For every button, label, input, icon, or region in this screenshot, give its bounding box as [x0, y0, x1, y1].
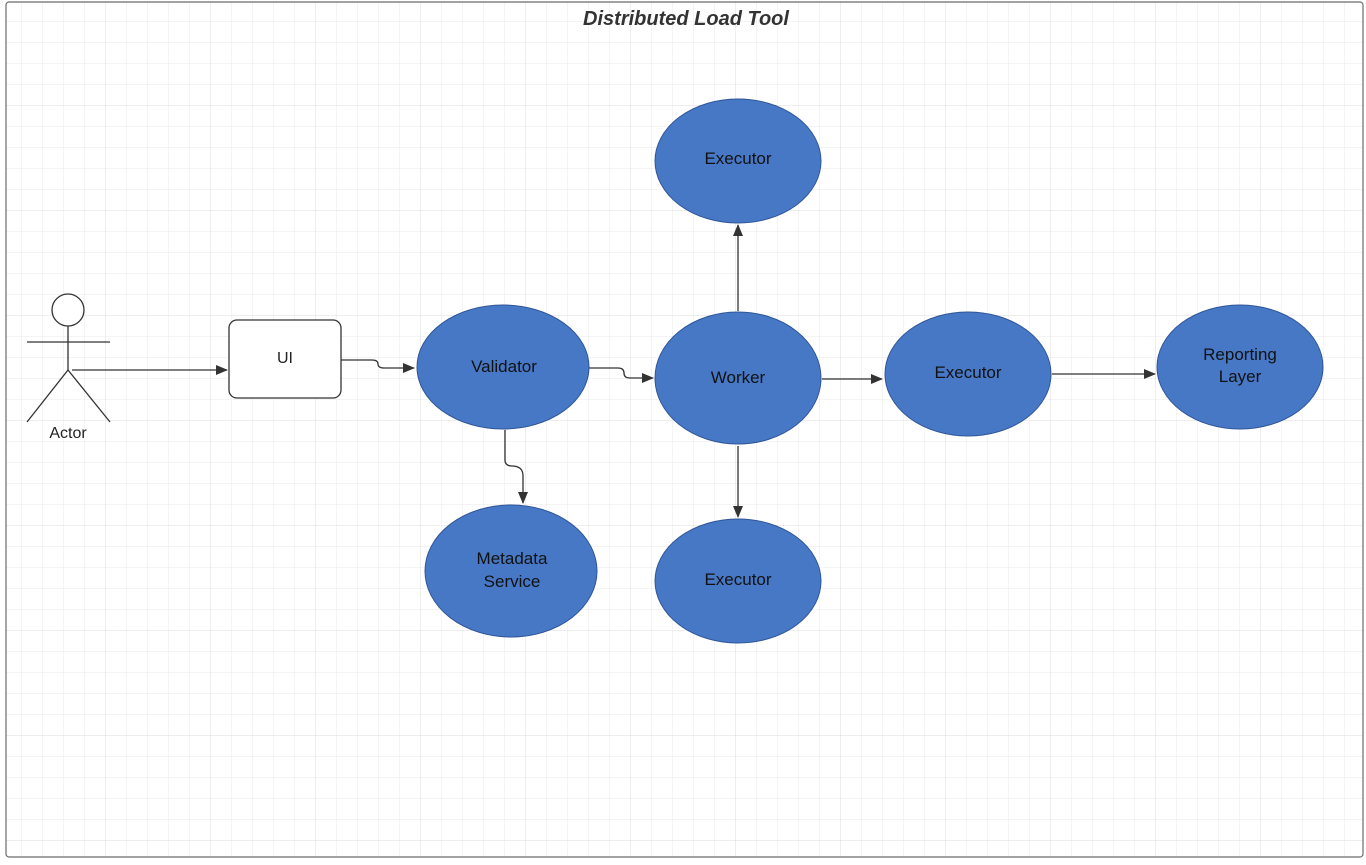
executor-bottom-label: Executor [704, 570, 771, 589]
reporting-layer-node[interactable] [1156, 304, 1324, 430]
worker-node[interactable] [654, 311, 822, 445]
metadata-label-line2: Service [484, 572, 541, 591]
actor-figure[interactable] [26, 293, 111, 423]
executor-bottom-node[interactable] [654, 518, 822, 644]
executor-top-node[interactable] [654, 98, 822, 224]
executor-right-label: Executor [934, 363, 1001, 382]
validator-label: Validator [471, 357, 537, 376]
diagram-title: Distributed Load Tool [583, 8, 789, 30]
actor-label: Actor [49, 425, 87, 442]
reporting-label-line1: Reporting [1203, 345, 1277, 364]
ui-node[interactable] [228, 319, 342, 399]
actor-right-leg [67, 369, 111, 423]
actor-head [51, 293, 85, 327]
frame-border [5, 1, 1364, 858]
actor-left-leg [26, 369, 69, 423]
executor-top-label: Executor [704, 149, 771, 168]
edge-validator-worker [588, 367, 654, 383]
metadata-label-line1: Metadata [477, 549, 548, 568]
edge-validator-metadata [504, 430, 528, 504]
reporting-label-line2: Layer [1219, 367, 1262, 386]
worker-label: Worker [711, 368, 766, 387]
edge-ui-validator [341, 359, 415, 373]
executor-right-node[interactable] [884, 311, 1052, 437]
metadata-service-node[interactable] [424, 504, 598, 638]
ui-label: UI [277, 350, 293, 367]
validator-node[interactable] [416, 304, 590, 430]
